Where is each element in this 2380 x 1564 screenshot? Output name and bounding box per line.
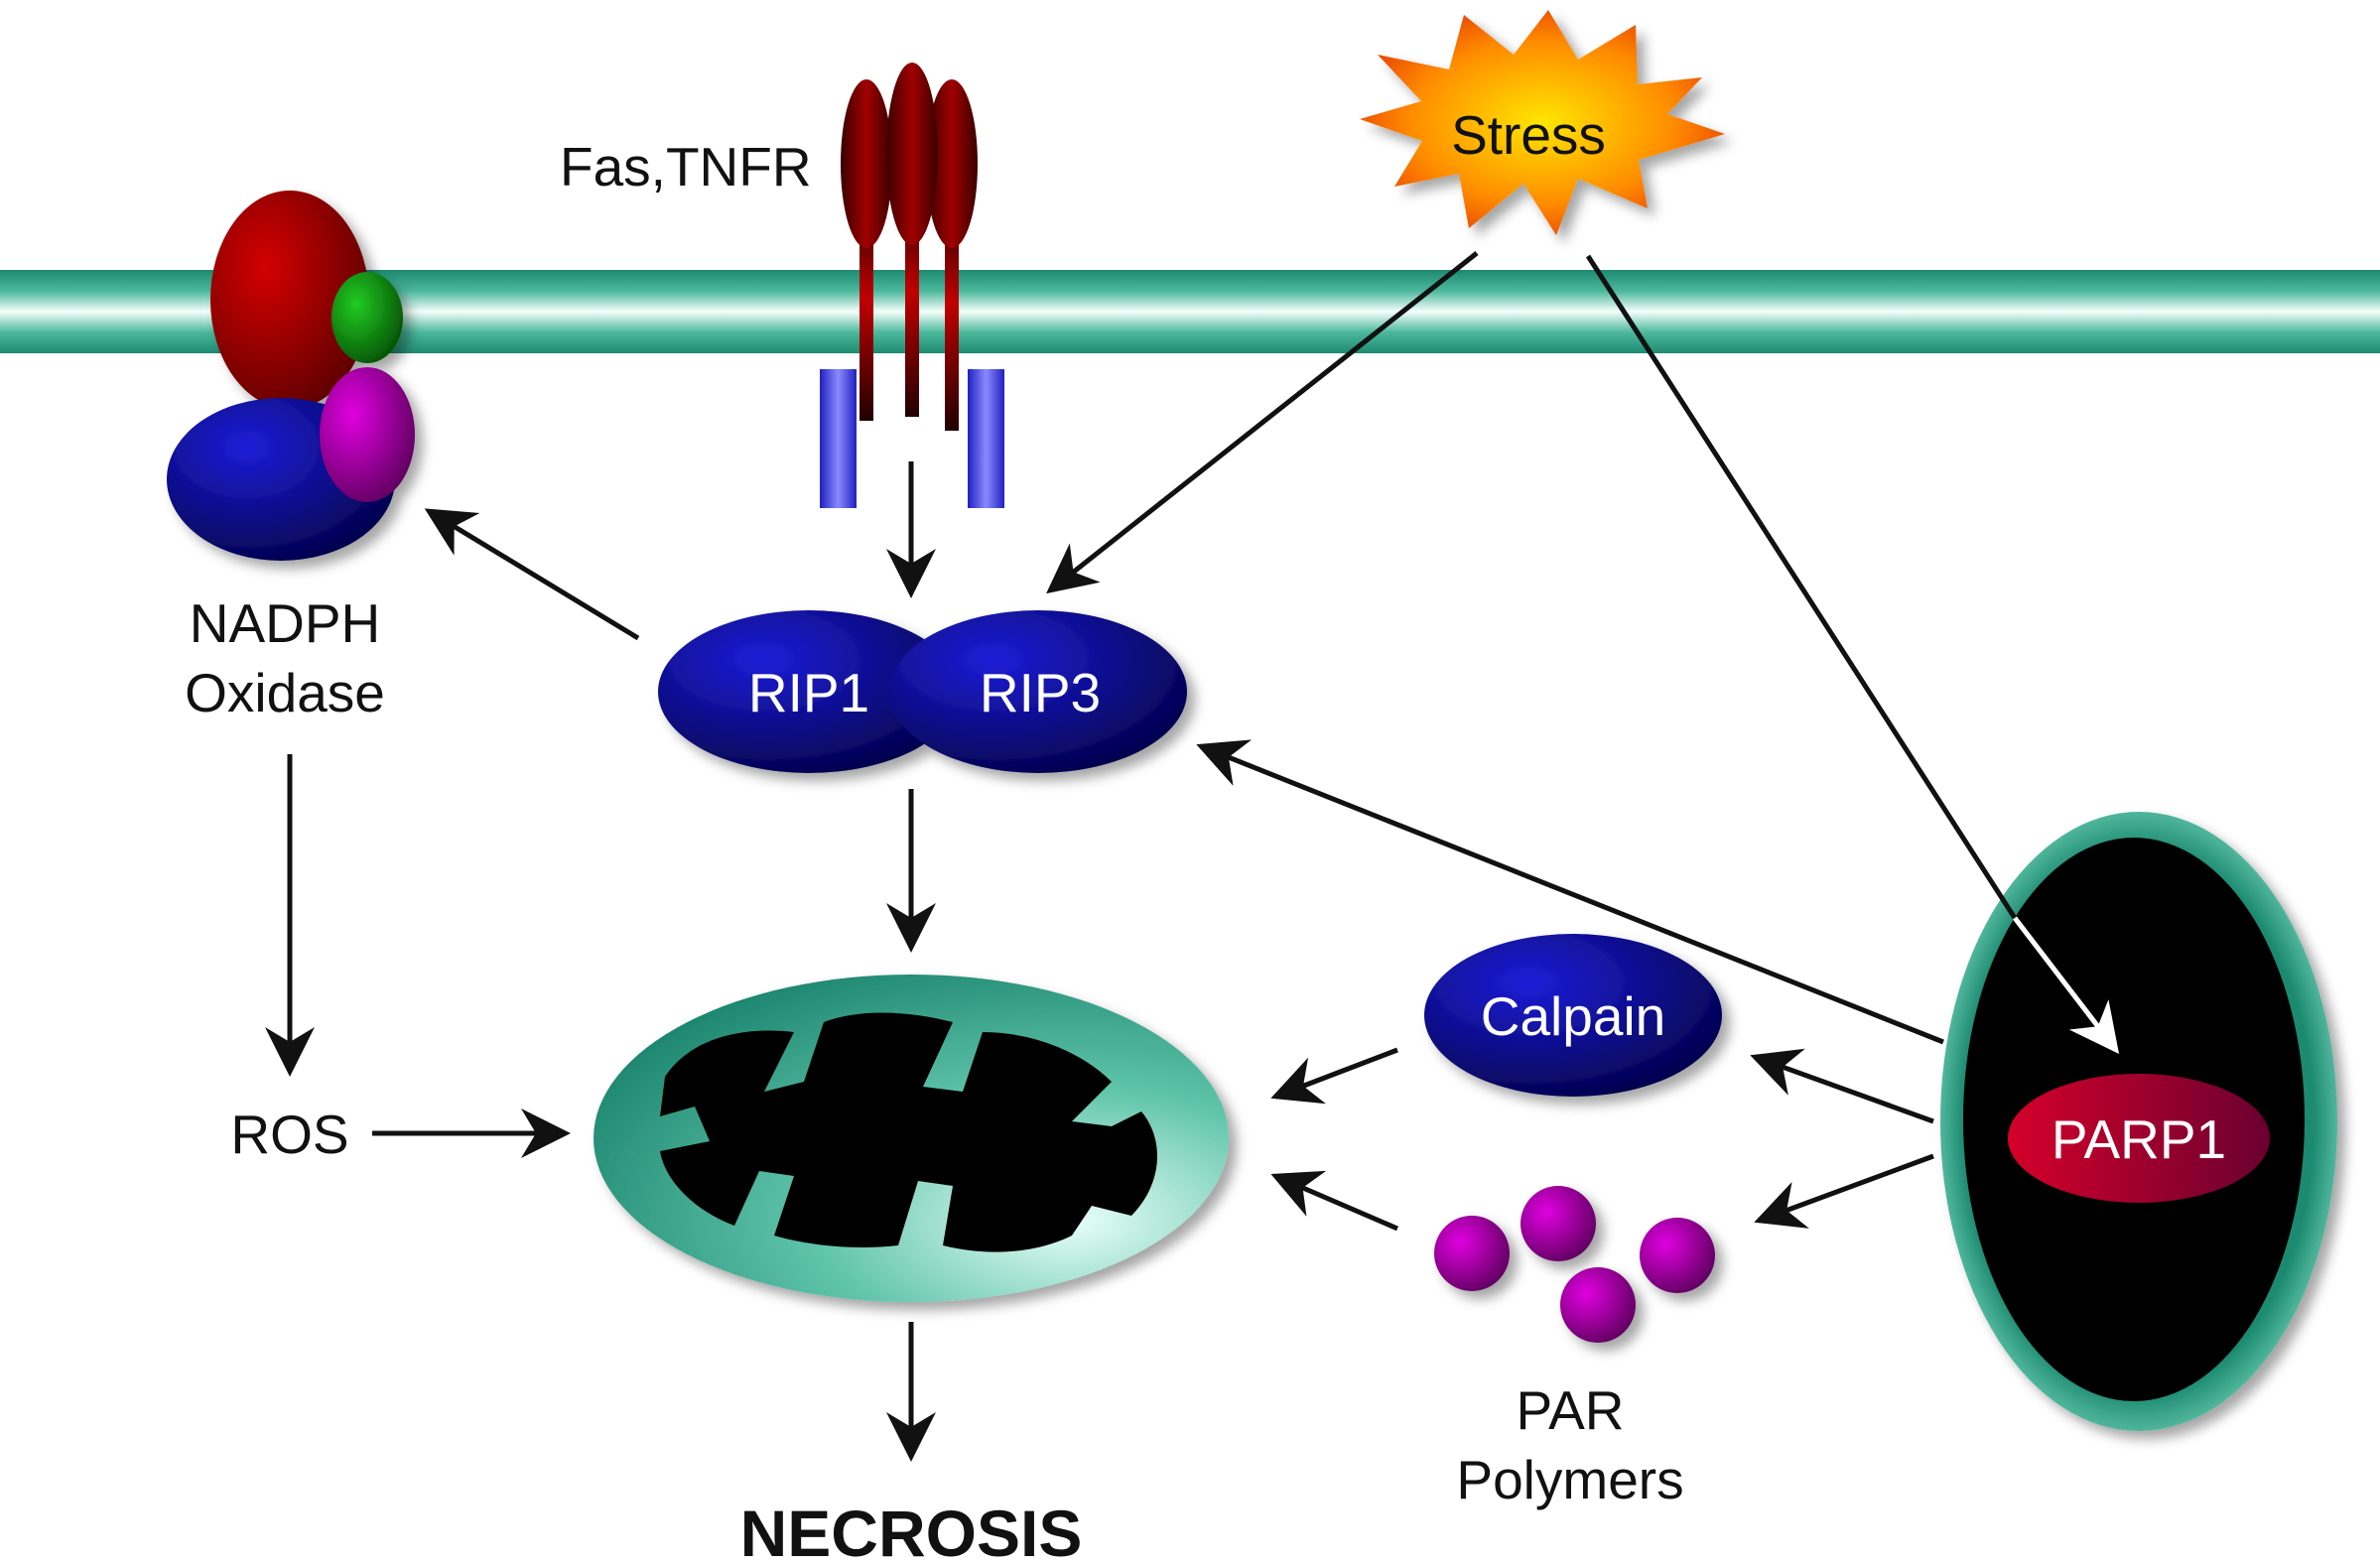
arrow-par-to-mitochondrion [1270, 1170, 1398, 1232]
par-label-line1: PAR [1516, 1379, 1624, 1441]
rip1-label: RIP1 [748, 662, 869, 723]
nadph-red-subunit [210, 191, 369, 409]
nadph-label-line2: Oxidase [185, 662, 385, 723]
arrow-parp1-to-calpain [1750, 1048, 1934, 1124]
receptor-adaptor-left [820, 369, 857, 508]
parp1-label: PARP1 [2051, 1108, 2226, 1170]
par-bead [1640, 1218, 1715, 1293]
mitochondrion-cristae [660, 1012, 1158, 1252]
nadph-oxidase-complex [167, 191, 415, 561]
nadph-magenta-subunit [320, 367, 415, 502]
stress-to-parp1-arrow [1585, 254, 2120, 1054]
par-label-line2: Polymers [1456, 1449, 1683, 1510]
receptor-adaptor-right [968, 369, 1004, 508]
parp1-protein [2008, 1074, 2270, 1203]
par-polymers [1434, 1186, 1715, 1343]
stress-burst [1360, 10, 1725, 235]
par-bead [1434, 1216, 1510, 1291]
arrow-parp1-to-rip3 [1196, 739, 1944, 1045]
calpain-protein [1424, 934, 1722, 1097]
rip3-label: RIP3 [980, 662, 1101, 723]
calpain-label: Calpain [1481, 985, 1666, 1047]
pathway-arrows [265, 251, 1944, 1462]
rip1-protein [658, 610, 960, 773]
stress-label: Stress [1451, 104, 1606, 166]
rip3-protein [889, 610, 1187, 773]
arrow-parp1-to-par [1754, 1153, 1934, 1229]
ros-label: ROS [230, 1104, 348, 1165]
par-bead [1560, 1267, 1636, 1343]
arrow-stress-to-rip3 [1046, 251, 1479, 594]
rip1-rip3-complex [658, 610, 1187, 773]
arrow-rip1-to-nadph [424, 508, 640, 641]
mitochondrion [594, 975, 1229, 1302]
arrow-calpain-to-mitochondrion [1270, 1047, 1398, 1105]
fas-tnfr-label: Fas,TNFR [560, 136, 812, 197]
nadph-green-subunit [331, 272, 403, 363]
nadph-label-line1: NADPH [190, 592, 381, 654]
par-bead [1521, 1186, 1596, 1261]
fas-tnfr-receptor [820, 63, 1004, 508]
necrosis-label: NECROSIS [740, 1497, 1083, 1564]
